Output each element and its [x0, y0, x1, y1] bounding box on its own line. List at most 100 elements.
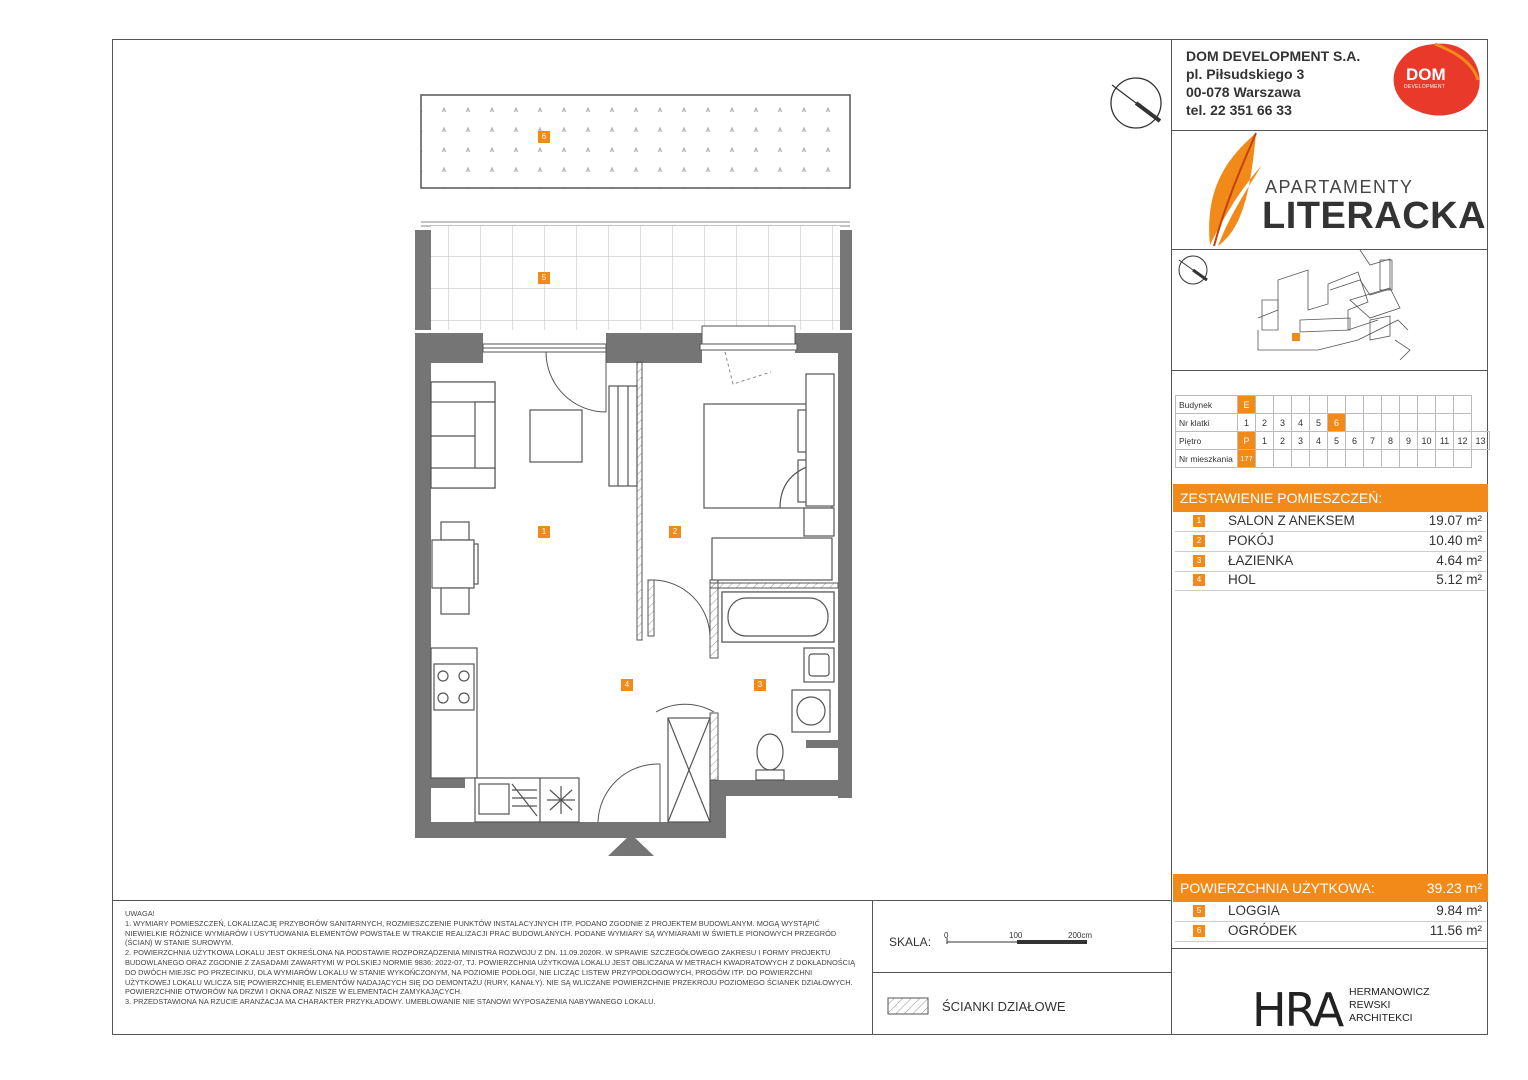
extra-num: 6 [1193, 925, 1205, 937]
company-city: 00-078 Warszawa [1186, 84, 1301, 100]
klatka-cell: 2 [1255, 413, 1274, 432]
pietro-cell: 11 [1435, 431, 1454, 450]
company-name: DOM DEVELOPMENT S.A. [1186, 48, 1361, 64]
pietro-cell: 9 [1399, 431, 1418, 450]
room-num: 4 [1193, 574, 1205, 586]
room-area: 19.07 m² [1428, 513, 1482, 528]
pietro-cell: 3 [1291, 431, 1310, 450]
bed [703, 373, 835, 509]
room-area: 5.12 m² [1436, 572, 1482, 587]
scale-tick-200: 200cm [1068, 931, 1093, 940]
room-row: 4 HOL 5.12 m² [1175, 571, 1486, 591]
column-divider [1171, 39, 1172, 1035]
room-name: SALON Z ANEKSEM [1228, 513, 1355, 528]
footer-split [872, 900, 873, 1035]
legend-divider [872, 972, 1172, 973]
wardrobe-bedroom [711, 537, 833, 581]
extra-row: 6 OGRÓDEK 11.56 m² [1175, 922, 1486, 942]
klatka-cell: 4 [1291, 413, 1310, 432]
company-phone: tel. 22 351 66 33 [1186, 102, 1292, 118]
room-name: HOL [1228, 572, 1256, 587]
extra-row: 5 LOGGIA 9.84 m² [1175, 902, 1486, 922]
room-num: 1 [1193, 515, 1205, 527]
scale-tick-100: 100 [1009, 931, 1023, 940]
wardrobe-living [608, 385, 638, 487]
site-plan-highlight [1292, 333, 1300, 341]
plan-label-6: 6 [538, 131, 550, 143]
dom-logo-subtext: DEVELOPMENT [1404, 84, 1446, 90]
room-area: 10.40 m² [1428, 533, 1482, 548]
klatka-cell: 1 [1237, 413, 1256, 432]
sink [803, 647, 835, 683]
budynek-label: Budynek [1175, 395, 1238, 414]
room-num: 2 [1193, 535, 1205, 547]
hall-wardrobe [667, 717, 711, 823]
note-item: 3. PRZEDSTAWIONA NA RZUCIE ARANŻACJA MA … [125, 997, 656, 1007]
budynek-cell: E [1237, 395, 1256, 414]
garden-area [420, 94, 851, 189]
washing-machine [791, 689, 831, 733]
pietro-cell: 13 [1471, 431, 1490, 450]
extra-name: LOGGIA [1228, 903, 1280, 918]
extra-name: OGRÓDEK [1228, 923, 1298, 938]
architect-name: HERMANOWICZ REWSKI ARCHITEKCI [1349, 986, 1430, 1025]
pietro-cell: 6 [1345, 431, 1364, 450]
total-area-banner: POWIERZCHNIA UŻYTKOWA: 39.23 m² [1173, 874, 1488, 902]
rooms-header: ZESTAWIENIE POMIESZCZEŃ: [1173, 484, 1488, 512]
entrance-arrow [608, 834, 654, 856]
note-item: 1. WYMIARY POMIESZCZEŃ, LOKALIZACJĘ PRZY… [125, 918, 837, 948]
note-item: 2. POWIERZCHNIA UŻYTKOWA LOKALU JEST OKR… [125, 948, 856, 997]
bathtub [721, 591, 835, 643]
site-plan [1257, 249, 1411, 361]
feather-icon [1209, 132, 1262, 247]
company-info: DOM DEVELOPMENT S.A. pl. Piłsudskiego 3 … [1186, 47, 1360, 119]
pietro-cell: 5 [1327, 431, 1346, 450]
plan-label-3: 3 [754, 679, 766, 691]
loggia-area [431, 226, 840, 330]
info-divider-1 [1171, 130, 1488, 131]
architect-line-2: REWSKI [1349, 999, 1391, 1011]
pietro-cell-selected: P [1237, 431, 1256, 450]
notes: UWAGA! 1. WYMIARY POMIESZCZEŃ, LOKALIZAC… [125, 909, 857, 1007]
footer-divider [112, 900, 1172, 901]
extra-area: 11.56 m² [1429, 923, 1482, 938]
klatka-cell: 5 [1309, 413, 1328, 432]
notes-title: UWAGA! [125, 909, 155, 918]
pietro-cell: 10 [1417, 431, 1436, 450]
site-north-arrow [1178, 255, 1208, 285]
north-arrow [1110, 77, 1162, 129]
sofa [430, 381, 496, 489]
room-name: ŁAZIENKA [1228, 553, 1294, 568]
pietro-label: Piętro [1175, 431, 1238, 450]
klatka-cell-selected: 6 [1327, 413, 1346, 432]
toilet [755, 733, 785, 781]
total-area-label: POWIERZCHNIA UŻYTKOWA: [1180, 880, 1375, 896]
room-row: 1 SALON Z ANEKSEM 19.07 m² [1175, 512, 1486, 532]
pietro-cell: 12 [1453, 431, 1472, 450]
scale-label: SKALA: [889, 935, 932, 949]
outer-walls [415, 333, 852, 838]
room-num: 3 [1193, 555, 1205, 567]
plan-label-2: 2 [669, 526, 681, 538]
mieszkanie-cell: 177 [1237, 449, 1256, 468]
partition-legend-label: ŚCIANKI DZIAŁOWE [942, 999, 1066, 1014]
plan-label-5: 5 [538, 272, 550, 284]
company-street: pl. Piłsudskiego 3 [1186, 66, 1305, 82]
architect-logo: HRA [1252, 983, 1344, 1037]
dom-logo-mark [1393, 42, 1480, 116]
project-name-bottom: LITERACKA [1262, 195, 1487, 237]
room-name: POKÓJ [1228, 533, 1274, 548]
klatka-cell: 3 [1273, 413, 1292, 432]
pietro-cell: 2 [1273, 431, 1292, 450]
extra-num: 5 [1193, 905, 1205, 917]
partition-legend-swatch [887, 997, 929, 1015]
plan-label-4: 4 [621, 679, 633, 691]
info-divider-2 [1171, 249, 1488, 250]
pietro-cell: 4 [1309, 431, 1328, 450]
mieszkanie-label: Nr mieszkania [1175, 449, 1238, 468]
info-divider-4 [1171, 948, 1488, 949]
room-area: 4.64 m² [1436, 553, 1482, 568]
dining-set [431, 521, 479, 615]
scale-tick-0: 0 [944, 931, 949, 940]
